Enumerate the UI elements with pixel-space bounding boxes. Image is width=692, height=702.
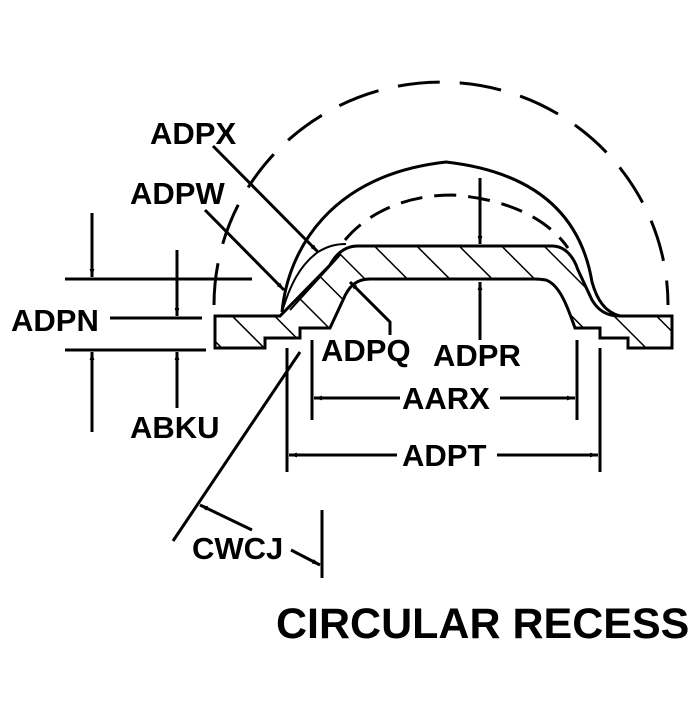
outer-dashed-arc xyxy=(212,80,670,306)
outer-dome-outline xyxy=(280,160,621,318)
label-cwcj: CWCJ xyxy=(192,531,283,566)
label-adpw: ADPW xyxy=(130,176,225,211)
label-adpq: ADPQ xyxy=(321,333,411,368)
label-adpt: ADPT xyxy=(402,438,486,473)
adpx-leader xyxy=(211,144,320,254)
adpq-leader xyxy=(348,280,392,335)
label-aarx: AARX xyxy=(402,381,490,416)
label-adpr: ADPR xyxy=(433,338,521,373)
inner-dashed-arc xyxy=(343,193,570,249)
label-abku: ABKU xyxy=(130,410,220,445)
diagram-title: CIRCULAR RECESS xyxy=(276,600,689,648)
left-ramp-inner-line xyxy=(289,254,341,311)
cwcj-arrow-left xyxy=(199,503,253,532)
label-adpn: ADPN xyxy=(11,303,99,338)
label-adpx: ADPX xyxy=(150,116,236,151)
adpw-leader xyxy=(203,208,286,292)
cwcj-slant-line xyxy=(171,351,302,542)
cwcj-arrow-right xyxy=(290,548,321,567)
